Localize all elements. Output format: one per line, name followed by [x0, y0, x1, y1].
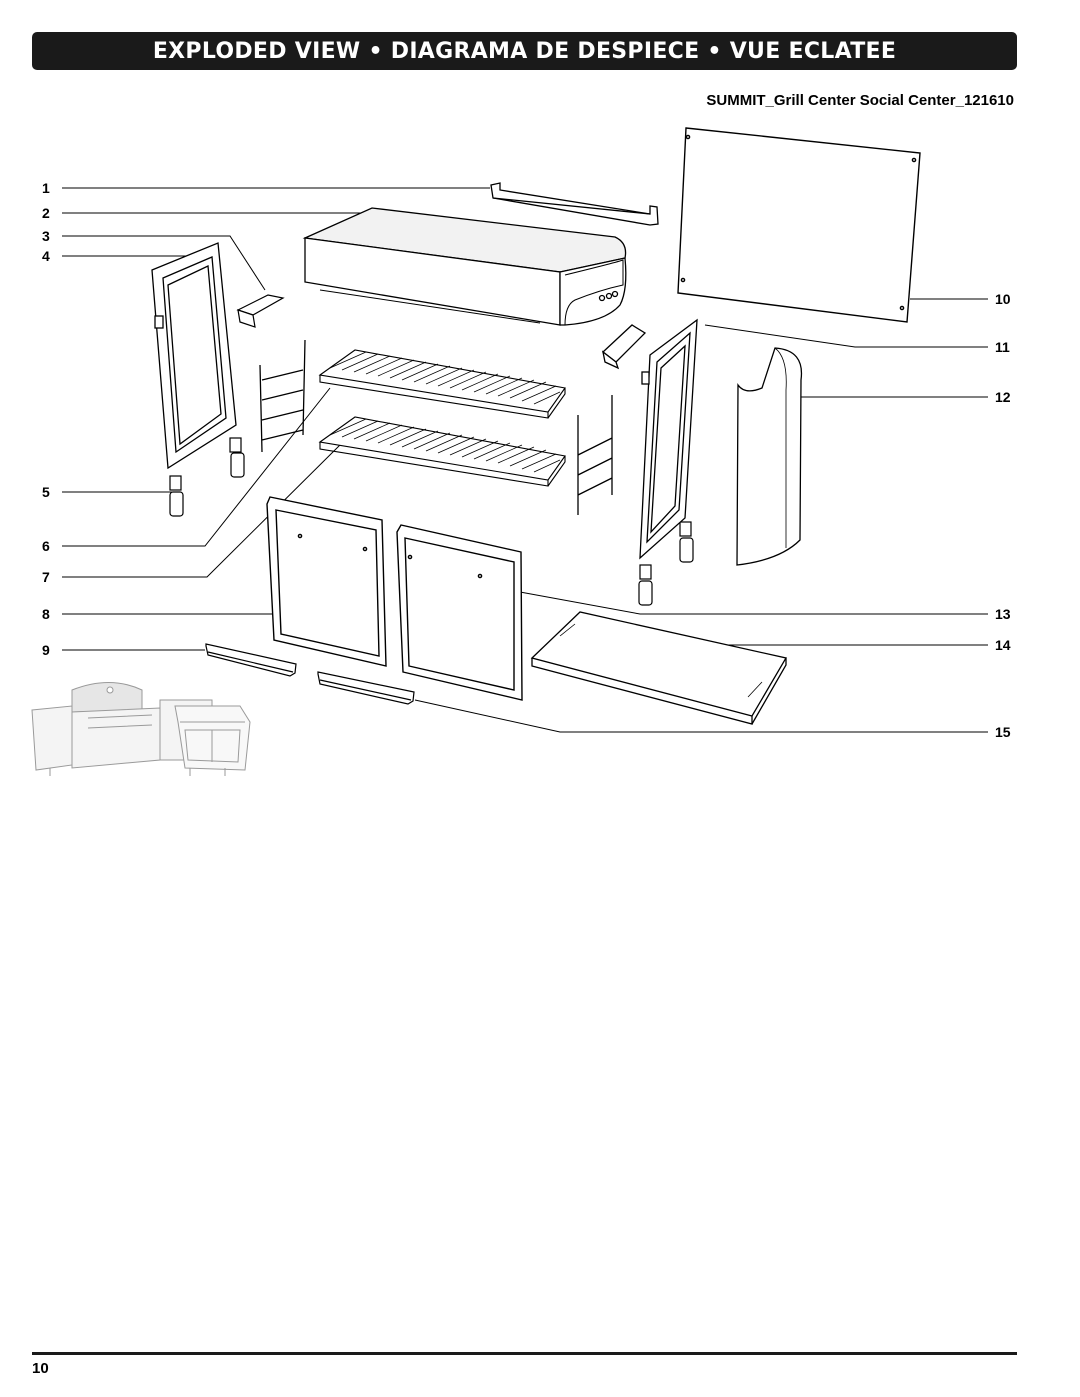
part-9-handle-rail — [205, 643, 297, 677]
callout-3: 3 — [42, 228, 50, 244]
callout-2: 2 — [42, 205, 50, 221]
part-7-lower-wire-shelf — [318, 416, 566, 487]
title-banner: EXPLODED VIEW • DIAGRAMA DE DESPIECE • V… — [32, 32, 1017, 70]
leader-3 — [62, 235, 266, 291]
leader-11 — [704, 324, 988, 348]
callout-12: 12 — [995, 389, 1011, 405]
part-3-bracket — [236, 294, 285, 328]
part-5-leveling-feet — [169, 437, 694, 606]
callout-1: 1 — [42, 180, 50, 196]
page-number: 10 — [32, 1360, 49, 1377]
part-15-handle-rail — [317, 671, 415, 705]
callout-4: 4 — [42, 248, 50, 264]
shelf-supports — [259, 339, 613, 515]
callout-10: 10 — [995, 291, 1011, 307]
part-8-doors — [266, 496, 523, 701]
leader-15 — [414, 699, 988, 733]
part-6-upper-wire-shelf — [318, 349, 566, 419]
part-14-bottom-shelf — [530, 611, 788, 725]
part-12-curved-end-panel — [736, 347, 803, 566]
callout-8: 8 — [42, 606, 50, 622]
part-11-right-side-frame — [601, 318, 698, 560]
assembled-unit-thumbnail — [31, 682, 251, 776]
callout-5: 5 — [42, 484, 50, 500]
leader-6 — [62, 387, 331, 547]
leader-7 — [62, 439, 346, 578]
part-4-left-side-frame — [151, 242, 237, 470]
leader-lines — [62, 187, 988, 733]
part-10-back-panel — [677, 127, 921, 323]
callout-7: 7 — [42, 569, 50, 585]
callout-13: 13 — [995, 606, 1011, 622]
exploded-view-diagram — [31, 127, 988, 776]
part-1-top-rail — [490, 182, 659, 226]
footer-rule — [32, 1352, 1017, 1355]
leader-13 — [519, 591, 988, 615]
banner-title: EXPLODED VIEW • DIAGRAMA DE DESPIECE • V… — [152, 38, 897, 64]
callout-9: 9 — [42, 642, 50, 658]
part-2-top-housing — [302, 207, 627, 326]
callout-11: 11 — [995, 339, 1010, 355]
callout-6: 6 — [42, 538, 50, 554]
model-name: SUMMIT_Grill Center Social Center_121610 — [706, 92, 1014, 109]
callout-15: 15 — [995, 724, 1011, 740]
callout-14: 14 — [995, 637, 1011, 653]
